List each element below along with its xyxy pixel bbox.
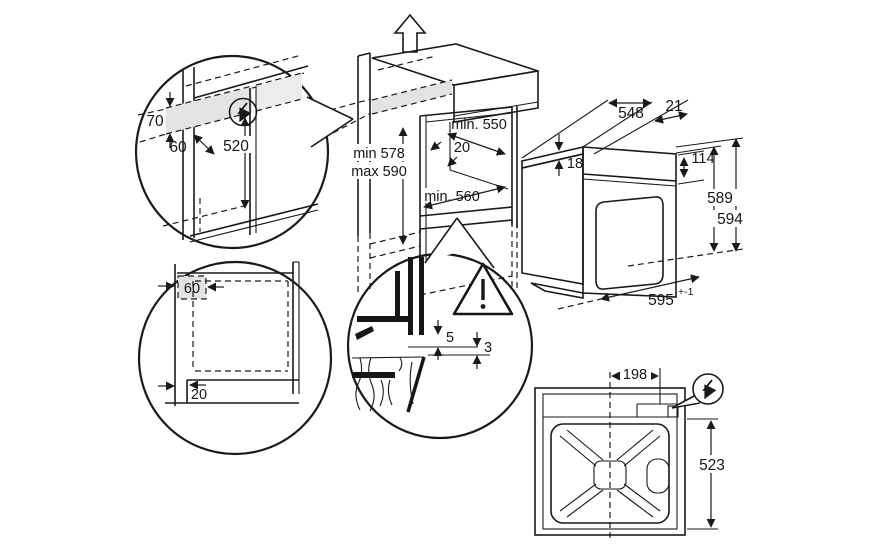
oven-rear-view: 198 523 [534,366,730,540]
dim-594-label: 594 [717,211,743,228]
detail-circle-electrical-zone: 70 60 520 [134,54,354,250]
dim-min550-label: min. 550 [451,117,507,133]
dim-min578-label: min 578 [353,146,405,162]
detail-circle-plinth-top-view: 60 20 [137,260,333,456]
dim-20-niche-label: 20 [454,140,470,156]
detail-circle-front-gap: 5 3 [346,217,534,440]
dim-20-bottom-label: 20 [191,387,207,403]
dim-595-label: 595 [648,292,674,309]
dim-60-bottom-label: 60 [184,281,200,297]
dim-548-label: 548 [618,105,644,122]
dim-60-top-label: 60 [169,139,187,156]
dim-5-label: 5 [446,330,454,346]
electrical-connection-callout-icon [671,373,724,409]
warning-triangle-icon [452,262,514,316]
dim-18-label: 18 [567,156,583,172]
up-arrow-icon [393,13,427,53]
oven-perspective-view: 18 548 21 114 589 594 595 +-1 [521,98,747,310]
dim-523-label: 523 [699,457,725,474]
dim-198-label: 198 [623,367,647,383]
dim-520-label: 520 [223,138,249,155]
dim-114-label: 114 [691,151,714,167]
dim-min560-label: min. 560 [424,189,480,205]
dim-595-tolerance-label: +-1 [678,286,694,298]
dim-21-label: 21 [665,98,682,115]
dim-3-label: 3 [484,340,492,356]
dim-max590-label: max 590 [351,164,407,180]
dim-70-label: 70 [146,113,164,130]
dim-589-label: 589 [707,190,733,207]
worktop-wood-grain [351,356,426,413]
